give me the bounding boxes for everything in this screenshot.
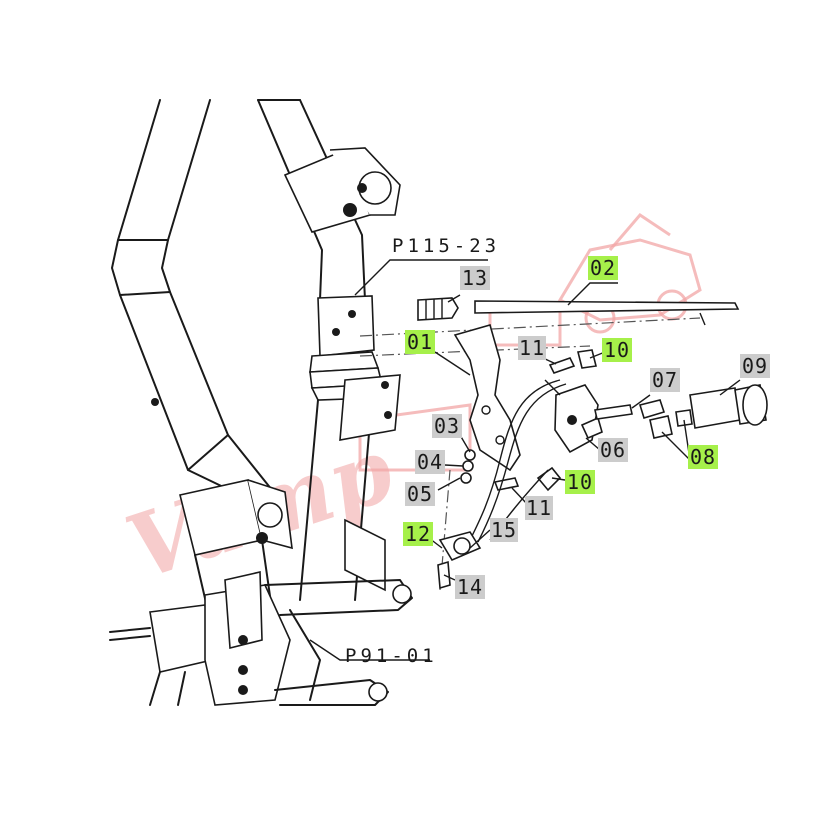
callout-label: 07 <box>652 368 678 392</box>
part-06-valve <box>544 379 603 454</box>
part-09-coupling <box>689 384 768 429</box>
callout-08: 08 <box>688 445 718 469</box>
reference-label: P115-23 <box>392 235 500 257</box>
callout-label: 04 <box>417 450 443 474</box>
callout-05: 05 <box>405 482 435 506</box>
callout-11: 11 <box>518 336 546 360</box>
part-12-cylinder <box>437 531 482 590</box>
parts-03-05-fasteners <box>460 449 476 484</box>
callout-09: 09 <box>740 354 770 378</box>
part-15-knob <box>417 297 459 321</box>
part-08-coupler <box>649 409 693 439</box>
callout-label: 12 <box>405 522 431 546</box>
callout-label: 13 <box>462 266 488 290</box>
callout-label: 10 <box>604 338 630 362</box>
lower-axle-assembly <box>109 571 413 706</box>
callout-label: 09 <box>742 354 768 378</box>
callout-label: 11 <box>519 336 545 360</box>
callout-12: 12 <box>403 522 433 546</box>
callout-10: 10 <box>602 338 632 362</box>
callout-label: 14 <box>457 575 483 599</box>
callout-10: 10 <box>565 470 595 494</box>
callout-label: 02 <box>590 256 616 280</box>
frame-upright-post <box>257 99 401 601</box>
reference-p115-23: P115-23 <box>392 235 500 257</box>
callout-label: 03 <box>434 414 460 438</box>
callout-label: 05 <box>407 482 433 506</box>
callout-label: 01 <box>407 330 433 354</box>
callout-06: 06 <box>598 438 628 462</box>
callout-04: 04 <box>415 450 445 474</box>
callout-label: 08 <box>690 445 716 469</box>
reference-label: P91-01 <box>345 645 438 667</box>
callout-15: 13 <box>460 266 490 290</box>
callout-label: 06 <box>600 438 626 462</box>
frame-left-arm <box>111 99 293 641</box>
callout-07: 07 <box>650 368 680 392</box>
callout-label: 10 <box>567 470 593 494</box>
part-02-rod <box>474 300 740 326</box>
callout-label: 11 <box>526 496 552 520</box>
callout-13: 14 <box>455 575 485 599</box>
part-07-connector <box>594 399 666 420</box>
reference-p91-01: P91-01 <box>345 645 438 667</box>
callout-11: 11 <box>525 496 553 520</box>
callout-14: 15 <box>490 518 518 542</box>
callout-03: 03 <box>432 414 462 438</box>
part-01-bracket <box>453 324 521 472</box>
callout-01: 01 <box>405 330 435 354</box>
callout-label: 15 <box>491 518 517 542</box>
callout-02: 02 <box>588 256 618 280</box>
